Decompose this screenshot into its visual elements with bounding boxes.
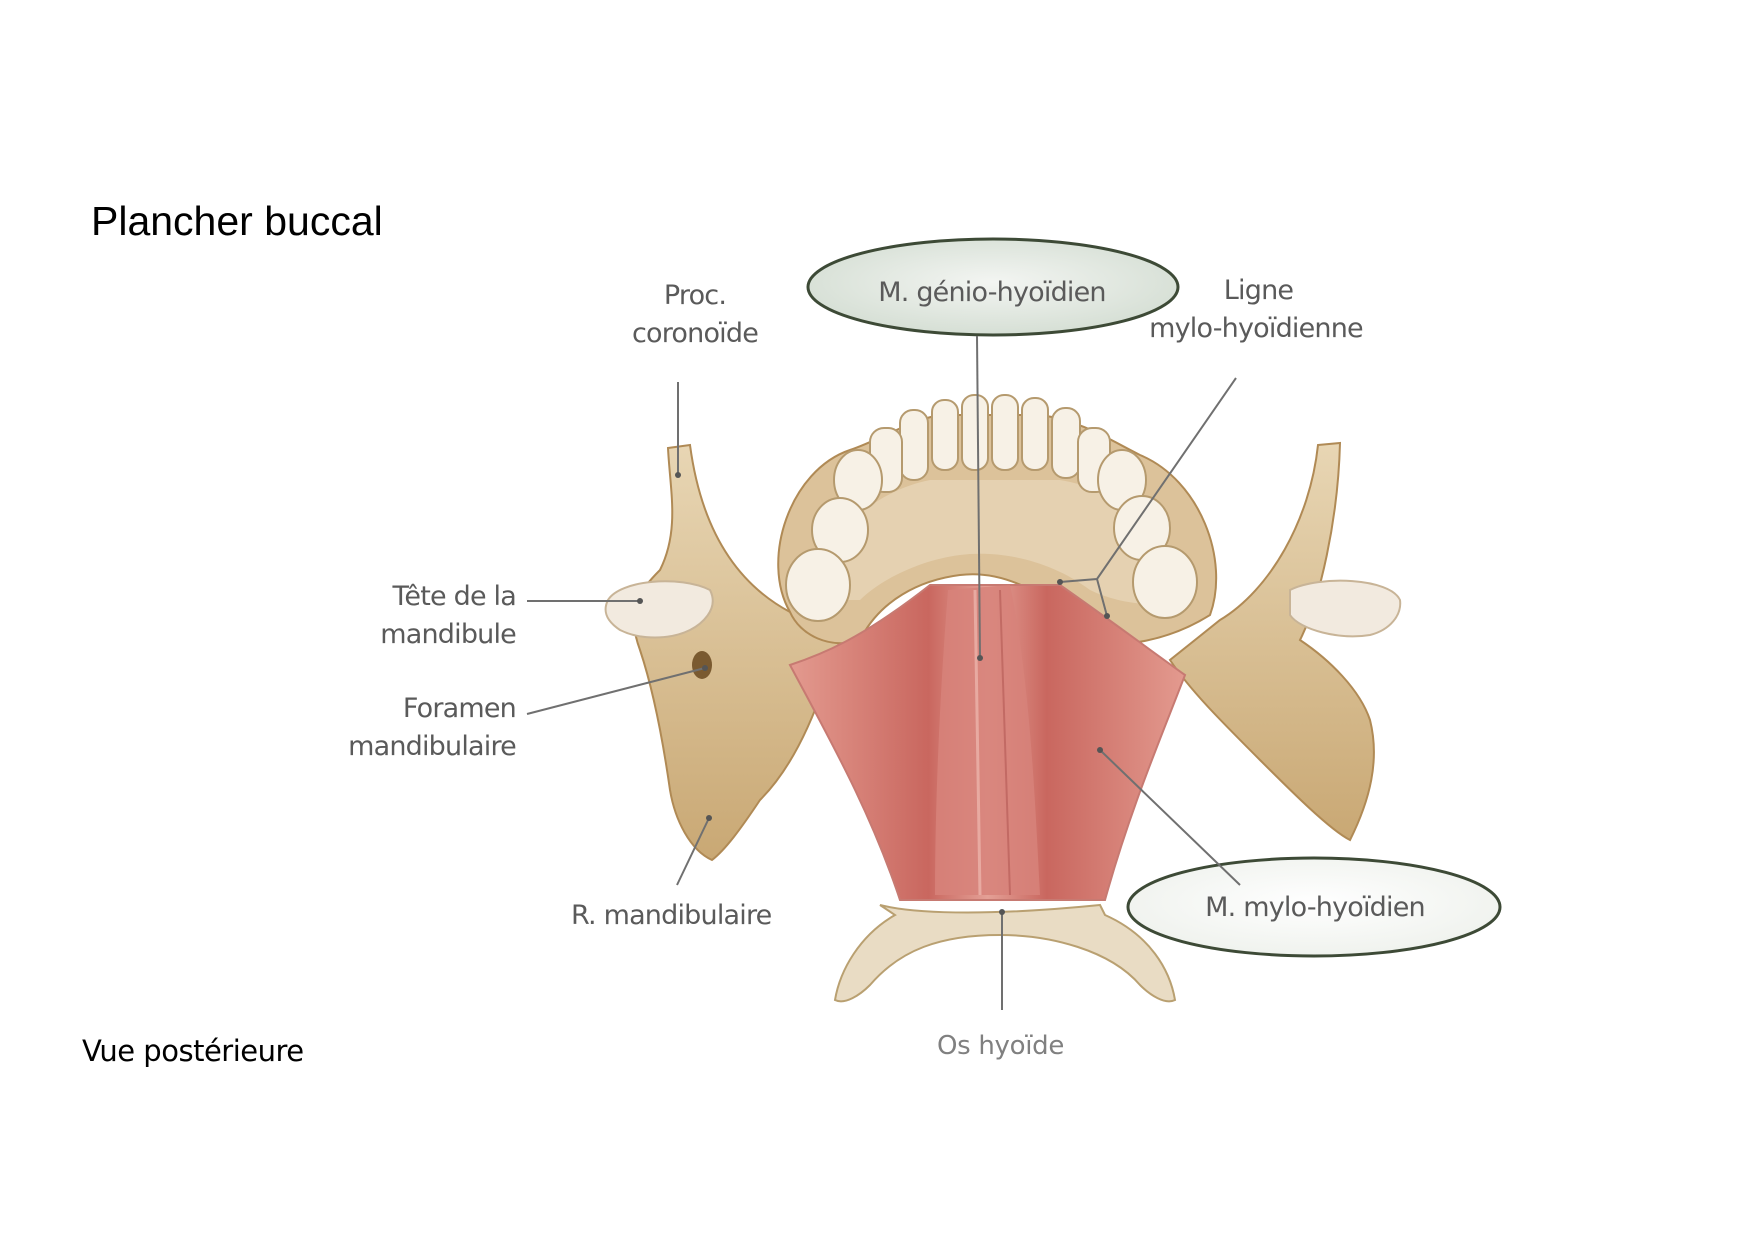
teeth xyxy=(785,394,1198,622)
label-tete-mandibule: Tête de la mandibule xyxy=(340,578,517,654)
view-caption: Vue postérieure xyxy=(82,1034,304,1068)
genio-hyoidien-highlight xyxy=(806,237,1180,337)
label-foramen-mandibulaire: Foramen mandibulaire xyxy=(310,690,517,766)
mandible xyxy=(632,414,1375,862)
label-line: mandibule xyxy=(380,619,517,650)
label-proc-coronoide: Proc. coronoïde xyxy=(620,277,770,353)
leader-dots xyxy=(637,472,1110,915)
label-genio-hyoidien: M. génio-hyoïdien xyxy=(878,277,1106,308)
label-mylo-hyoidien: M. mylo-hyoïdien xyxy=(1205,892,1425,923)
label-line: Foramen xyxy=(402,693,517,724)
label-r-mandibulaire: R. mandibulaire xyxy=(571,900,772,931)
label-line: Ligne xyxy=(1223,275,1294,306)
floor-muscles xyxy=(788,584,1187,901)
label-line: mylo-hyoïdienne xyxy=(1149,313,1364,344)
label-ligne-mylo-hyoidienne: Ligne mylo-hyoïdienne xyxy=(1130,272,1382,348)
page-title: Plancher buccal xyxy=(91,198,383,244)
leader-lines xyxy=(526,335,1241,1010)
condyles xyxy=(604,579,1402,679)
label-line: mandibulaire xyxy=(348,731,517,762)
label-os-hyoide: Os hyoïde xyxy=(937,1031,1065,1061)
label-line: coronoïde xyxy=(631,318,759,349)
mylo-hyoidien-highlight xyxy=(1126,856,1502,958)
hyoid-bone xyxy=(833,903,1177,1003)
label-line: Tête de la xyxy=(392,581,517,612)
label-line: Proc. xyxy=(663,280,727,311)
